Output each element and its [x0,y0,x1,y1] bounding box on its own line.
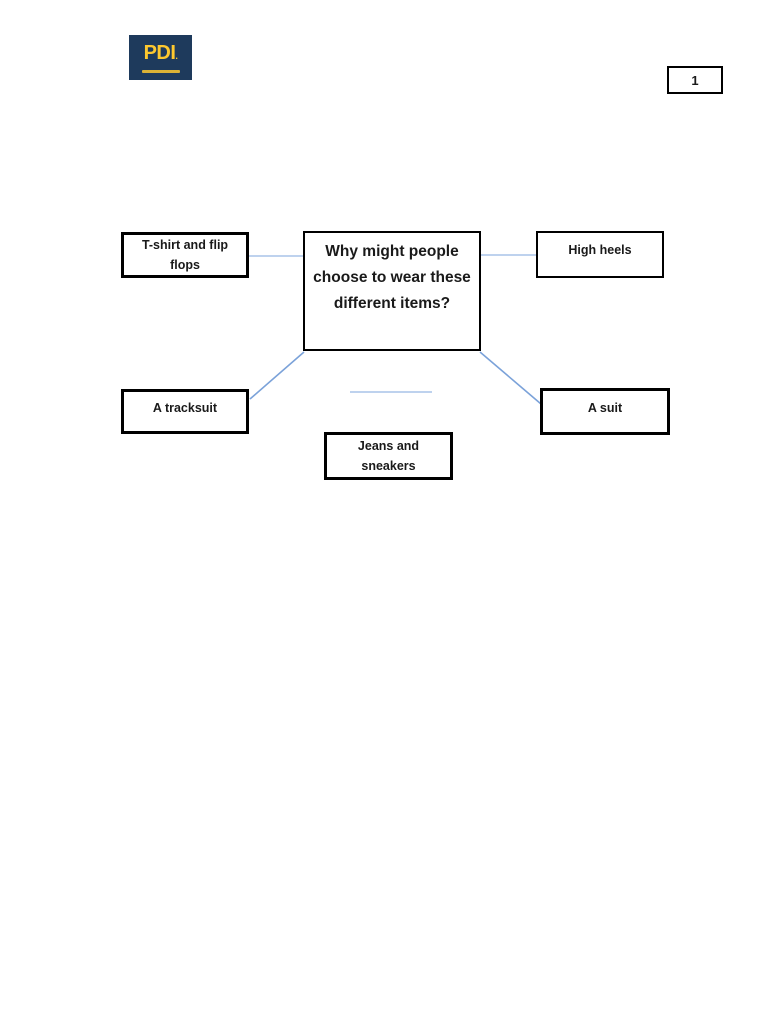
connector-center-to-suit [479,351,542,405]
pdi-logo: PDI. [129,35,192,80]
pdi-logo-text: PDI. [143,41,178,64]
node-box-tracksuit: A tracksuit [121,389,249,434]
pdi-logo-tagline [141,69,180,73]
node-label: High heels [568,243,632,257]
node-box-high-heels: High heels [536,231,664,278]
node-label: A tracksuit [152,401,218,415]
center-question-line: Why might people [325,243,459,260]
node-box-jeans-sneakers: Jeans and sneakers [324,432,453,480]
pdi-logo-mark: . [175,50,178,61]
connector-center-to-tracksuit [249,351,305,400]
center-question-line: different items? [333,295,451,312]
node-box-suit: A suit [540,388,670,435]
node-label: T-shirt and flip flops [141,238,229,272]
page-number: 1 [691,72,699,88]
node-box-tshirt-flipflops: T-shirt and flip flops [121,232,249,278]
node-label: A suit [587,401,623,415]
page-number-box: 1 [667,66,723,94]
center-question-line: choose to wear these [313,269,471,286]
node-label: Jeans and sneakers [357,439,420,473]
center-question-box: Why might people choose to wear these di… [303,231,481,351]
